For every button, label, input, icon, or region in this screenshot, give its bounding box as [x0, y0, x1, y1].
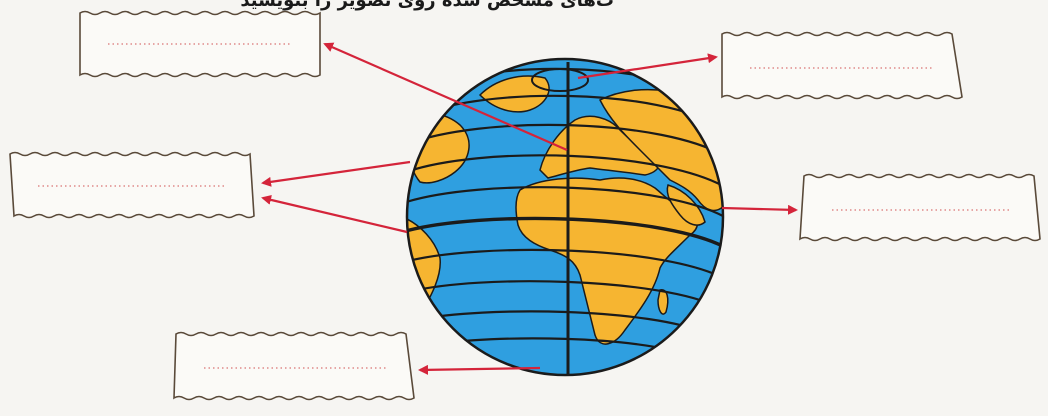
label-box-middle-left[interactable] [10, 153, 254, 218]
globe [400, 59, 741, 375]
madagascar [658, 290, 668, 314]
label-box-top-right[interactable] [722, 33, 962, 99]
label-box-middle-right[interactable] [800, 175, 1040, 241]
arrow-to-middle-right [722, 208, 796, 210]
arrow-to-middle-left-upper [263, 162, 410, 183]
label-box-bottom-left[interactable] [174, 333, 414, 400]
arrow-to-middle-left-lower [263, 198, 407, 232]
